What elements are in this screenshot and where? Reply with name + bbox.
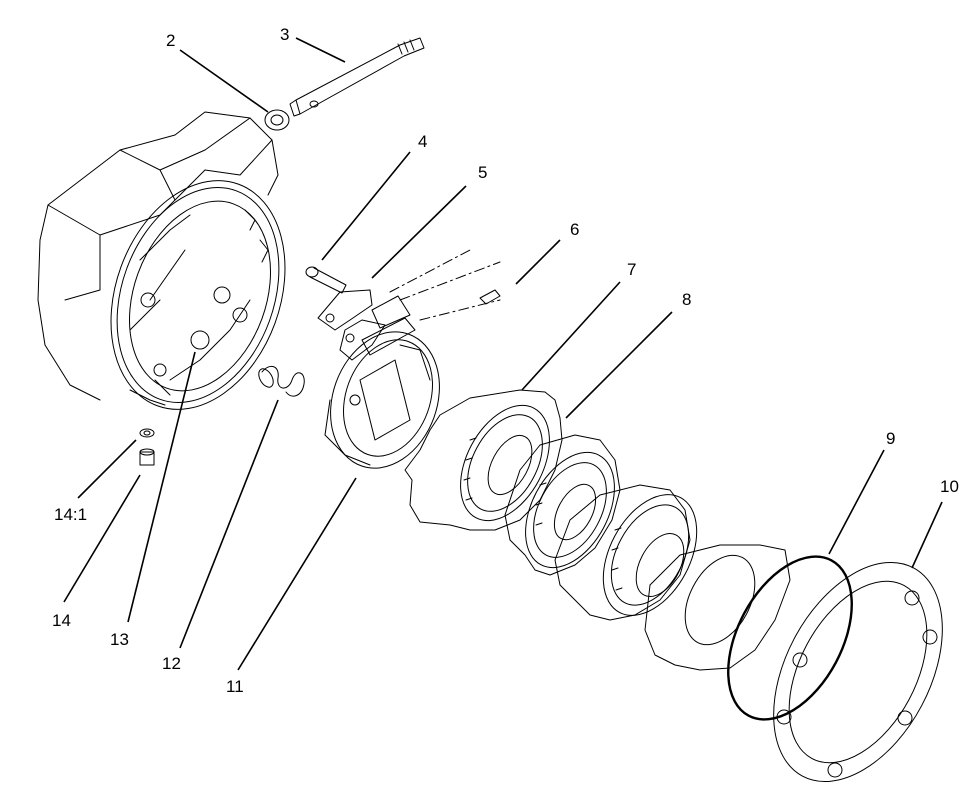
callout-8: 8 [682,290,691,309]
plate-part-11 [324,331,440,469]
callout-11: 11 [226,677,244,696]
spring-part-12 [258,365,305,397]
callout-12: 12 [162,654,181,673]
leader-7 [521,281,621,391]
bolt-part-4 [305,266,347,294]
callout-3: 3 [280,25,289,44]
washer-part-14-1 [139,428,155,438]
leader-lines [63,37,943,671]
plate-stack-part-7-8 [404,389,791,671]
leader-5 [371,185,467,279]
leader-6 [515,239,561,285]
leader-14 [63,474,141,603]
leader-10 [911,501,943,569]
leader-9 [828,449,885,555]
callout-14: 14 [52,611,71,630]
callout-5: 5 [478,163,487,182]
leader-3 [295,37,346,63]
callout-7: 7 [627,260,636,279]
cover-part-10 [773,561,943,783]
leader-12 [179,399,279,649]
leader-4 [321,151,411,261]
callout-9: 9 [886,429,895,448]
leader-11 [237,477,357,671]
leader-8 [565,311,673,419]
callout-4: 4 [418,132,427,151]
leader-13 [127,351,196,623]
leader-2 [179,49,269,113]
nut-part-2 [264,109,290,131]
callout-2: 2 [166,31,175,50]
callout-labels: 2 3 4 5 6 7 8 9 10 11 12 13 14 14:1 [52,25,959,696]
callout-14-1: 14:1 [54,505,87,524]
lever-assembly-part-5 [317,249,501,361]
callout-6: 6 [570,220,579,239]
callout-13: 13 [110,630,129,649]
link-part-6 [479,289,501,305]
plug-part-14 [139,448,155,466]
o-ring-part-9 [727,555,853,721]
leader-14-1 [77,439,137,499]
callout-10: 10 [940,477,959,496]
rod-part-3 [289,37,425,117]
brake-housing [37,111,286,410]
